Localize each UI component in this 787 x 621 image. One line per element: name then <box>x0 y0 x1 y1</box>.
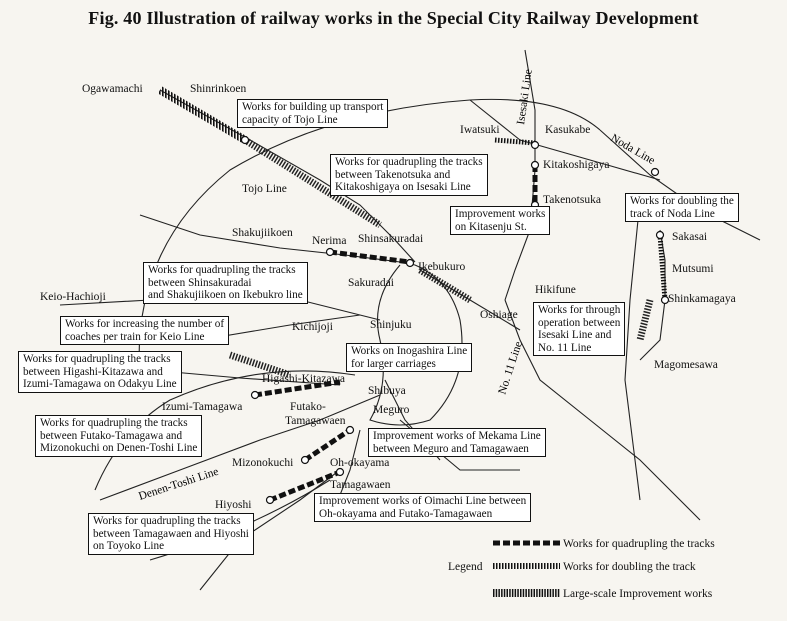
legend-label: Legend <box>448 561 483 573</box>
label-isesaki-line: Isesaki Line <box>515 68 535 125</box>
station-hikifune: Hikifune <box>535 284 576 296</box>
box-through-operation: Works for through operation between Ises… <box>533 302 626 357</box>
box-keio-coaches: Works for increasing the number of coach… <box>60 316 230 346</box>
station-markers <box>240 135 670 505</box>
station-magomesawa: Magomesawa <box>654 359 718 371</box>
station-shinjuku: Shinjuku <box>370 319 412 331</box>
station-takenotsuka: Takenotsuka <box>543 194 601 206</box>
no11-line <box>504 299 701 521</box>
station-izumi-tamagawa: Izumi-Tamagawa <box>162 401 242 413</box>
noda-line <box>599 129 761 241</box>
station-ogawamachi: Ogawamachi <box>82 83 143 95</box>
station-hiyoshi: Hiyoshi <box>215 499 251 511</box>
station-shinkamagaya: Shinkamagaya <box>668 293 736 305</box>
station-shinrinkoen: Shinrinkoen <box>190 83 246 95</box>
yamanote-loop <box>369 264 463 426</box>
box-denen-quad: Works for quadrupling the tracks between… <box>35 415 203 457</box>
box-kitasenju: Improvement works on Kitasenju St. <box>450 206 551 236</box>
station-kasukabe: Kasukabe <box>545 124 590 136</box>
figure-title: Fig. 40 Illustration of railway works in… <box>88 8 699 28</box>
station-mutsumi: Mutsumi <box>672 263 714 275</box>
station-sakuradai: Sakuradai <box>348 277 394 289</box>
station-nerima: Nerima <box>312 235 346 247</box>
label-noda-line: Noda Line <box>609 132 657 167</box>
doubling-works <box>494 137 668 301</box>
legend-symbols: Legend Works for quadrupling the tracks … <box>448 538 715 600</box>
legend-doubling: Works for doubling the track <box>563 561 696 573</box>
box-noda-double: Works for doubling the track of Noda Lin… <box>625 193 739 223</box>
large-scale-works <box>157 86 654 379</box>
box-oimachi: Improvement works of Oimachi Line betwee… <box>314 493 532 523</box>
station-shibuya: Shibuya <box>368 385 406 397</box>
station-meguro: Meguro <box>373 404 410 416</box>
station-kitakoshigaya: Kitakoshigaya <box>543 159 609 171</box>
station-oshiage: Oshiage <box>480 309 518 321</box>
station-tamagawaen-label: Tamagawaen <box>285 415 346 427</box>
station-futako: Futako- <box>290 401 326 413</box>
station-shinsakuradai: Shinsakuradai <box>358 233 423 245</box>
box-mekama: Improvement works of Mekama Line between… <box>368 428 546 458</box>
station-iwatsuki: Iwatsuki <box>460 124 500 136</box>
label-no11-line: No. 11 Line <box>496 340 524 396</box>
station-sakasai: Sakasai <box>672 231 707 243</box>
station-shakujiikoen: Shakujiikoen <box>232 227 293 239</box>
station-kichijoji: Kichijoji <box>292 321 333 333</box>
station-oh-okayama: Oh-okayama <box>330 457 389 469</box>
station-tamagawaen: Tamagawaen <box>330 479 391 491</box>
box-tojo-transport: Works for building up transport capacity… <box>237 99 389 129</box>
box-odakyu-quad: Works for quadrupling the tracks between… <box>18 351 182 393</box>
station-mizonokuchi: Mizonokuchi <box>232 457 293 469</box>
station-ikebukuro: Ikebukuro <box>418 261 466 273</box>
station-higashi-kitazawa: Higashi-Kitazawa <box>262 373 345 385</box>
label-denen-toshi-line: Denen-Toshi Line <box>137 466 220 503</box>
legend-large-scale: Large-scale Improvement works <box>563 588 713 600</box>
box-inogashira: Works on Inogashira Line for larger carr… <box>346 343 473 373</box>
quadrupling-works <box>254 165 538 503</box>
station-labels: Ogawamachi Shinrinkoen Iwatsuki Kasukabe… <box>40 83 736 511</box>
box-toyoko-quad: Works for quadrupling the tracks between… <box>88 513 254 555</box>
station-keio-hachioji: Keio-Hachioji <box>40 291 106 303</box>
label-tojo-line: Tojo Line <box>242 183 287 195</box>
legend-quadrupling: Works for quadrupling the tracks <box>563 538 715 550</box>
box-ikebukuro-quad: Works for quadrupling the tracks between… <box>143 262 308 304</box>
box-isesaki-quad: Works for quadrupling the tracks between… <box>330 154 488 196</box>
